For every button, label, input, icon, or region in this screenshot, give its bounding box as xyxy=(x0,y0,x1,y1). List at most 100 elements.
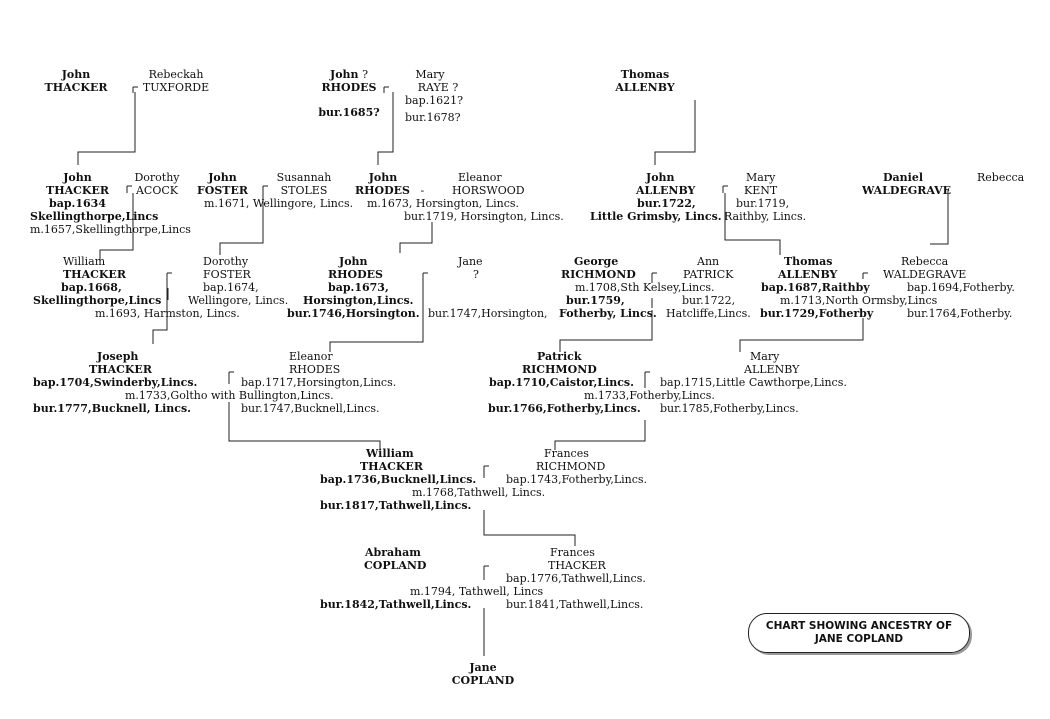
burial: bur.1777,Bucknell, Lincs. xyxy=(33,402,192,415)
surname: THACKER xyxy=(46,184,109,197)
first-name: George xyxy=(574,255,619,268)
person-william-thacker-1: William THACKER bap.1668, Skellingthorpe… xyxy=(33,255,240,320)
burial: bur.1766,Fotherby,Lincs. xyxy=(488,402,641,415)
person-eleanor-rhodes: Eleanor RHODES bap.1717,Horsington,Lincs… xyxy=(241,350,421,415)
first-name: Frances xyxy=(544,447,589,460)
baptism-place: Horsington,Lincs. xyxy=(303,294,414,307)
person-mary-allenby: Mary ALLENBY bap.1715,Little Cawthorpe,L… xyxy=(660,350,860,415)
burial-place: Fotherby, Lincs. xyxy=(559,307,657,320)
person-daniel-waldegrave: Daniel WALDEGRAVE xyxy=(862,171,952,197)
surname: THACKER xyxy=(360,460,423,473)
surname: FOSTER xyxy=(203,268,251,281)
person-rebeckah-tuxforde: Rebeckah TUXFORDE xyxy=(136,68,216,94)
person-abraham-copland: Abraham COPLAND m.1794, Tathwell, Lincs … xyxy=(320,546,544,611)
marriage: m.1693, Harmston, Lincs. xyxy=(95,307,240,320)
person-ann-patrick: Ann PATRICK bur.1722, Hatcliffe,Lincs. xyxy=(666,255,766,320)
surname: ALLENBY xyxy=(636,184,696,197)
person-mary-raye: Mary RAYE ? bap.1621? bur.1678? xyxy=(400,68,480,124)
person-rebecca-1: Rebecca xyxy=(977,171,1037,184)
first-name: William xyxy=(63,255,106,268)
person-joseph-thacker: Joseph THACKER bap.1704,Swinderby,Lincs.… xyxy=(33,350,334,415)
person-frances-thacker: Frances THACKER bap.1776,Tathwell,Lincs.… xyxy=(506,546,666,611)
burial-place: Hatcliffe,Lincs. xyxy=(666,307,751,320)
surname: STOLES xyxy=(280,184,328,197)
baptism-place: Skellingthorpe,Lincs xyxy=(33,294,162,307)
person-dorothy-acock: Dorothy ACOCK xyxy=(128,171,186,197)
surname: RHODES xyxy=(289,363,341,376)
first-name: Ann xyxy=(697,255,720,268)
first-name: Dorothy xyxy=(134,171,180,184)
burial: bur.1841,Tathwell,Lincs. xyxy=(506,598,644,611)
surname: THACKER xyxy=(44,81,108,94)
first-name: John xyxy=(339,255,368,268)
burial: bur.1722, xyxy=(682,294,736,307)
person-john-foster: John FOSTER m.1671, Wellingore, Lincs. xyxy=(190,171,354,210)
surname: WALDEGRAVE xyxy=(862,184,952,197)
burial: bur.1685? xyxy=(318,106,380,119)
burial: bur.1764,Fotherby. xyxy=(907,307,1013,320)
first-name: Susannah xyxy=(276,171,332,184)
burial: bur.1817,Tathwell,Lincs. xyxy=(320,499,472,512)
person-thomas-allenby-2: Thomas ALLENBY bap.1687,Raithby m.1713,N… xyxy=(760,255,938,320)
burial: bur.1722, xyxy=(637,197,696,210)
baptism: bap.1673, xyxy=(328,281,389,294)
person-john-thacker-1: John THACKER xyxy=(40,68,112,94)
chart-title-line-2: JANE COPLAND xyxy=(814,633,904,645)
marriage: m.1713,North Ormsby,Lincs xyxy=(780,294,938,307)
marriage: m.1733,Goltho with Bullington,Lincs. xyxy=(125,389,334,402)
surname: ALLENBY xyxy=(778,268,838,281)
baptism: bap.1710,Caistor,Lincs. xyxy=(489,376,634,389)
uncertain-mark: ? xyxy=(362,68,368,81)
person-jane-q: Jane ? bur.1747,Horsington, xyxy=(428,255,558,320)
chart-title-box: CHART SHOWING ANCESTRY OF JANE COPLAND xyxy=(748,613,970,653)
burial: bur.1678? xyxy=(405,111,461,124)
first-name: Rebecca xyxy=(901,255,949,268)
baptism-place: Wellingore, Lincs. xyxy=(188,294,289,307)
surname: HORSWOOD xyxy=(452,184,525,197)
marriage: m.1671, Wellingore, Lincs. xyxy=(204,197,354,210)
person-john-rhodes-2: John RHODES - m.1673, Horsington, Lincs. xyxy=(355,171,525,210)
chart-title-line-1: CHART SHOWING ANCESTRY OF xyxy=(765,620,953,632)
baptism: bap.1687,Raithby xyxy=(761,281,870,294)
marriage: m.1768,Tathwell, Lincs. xyxy=(412,486,546,499)
surname: RHODES xyxy=(321,81,377,94)
surname: COPLAND xyxy=(451,674,515,687)
person-susannah-stoles: Susannah STOLES xyxy=(266,171,342,197)
first-name: Thomas xyxy=(784,255,833,268)
first-name: John xyxy=(646,171,675,184)
burial: bur.1747,Bucknell,Lincs. xyxy=(241,402,380,415)
person-john-rhodes-3: John RHODES bap.1673, Horsington,Lincs. … xyxy=(287,255,427,320)
first-name: Mary xyxy=(415,68,445,81)
surname: KENT xyxy=(744,184,778,197)
burial: bur.1729,Fotherby xyxy=(760,307,874,320)
baptism: bap.1674, xyxy=(203,281,259,294)
baptism-place: Skellingthorpe,Lincs xyxy=(30,210,159,223)
person-mary-kent: Mary KENT bur.1719, Raithby, Lincs. xyxy=(724,171,824,223)
first-name: Daniel xyxy=(882,171,924,184)
marriage: m.1708,Sth Kelsey,Lincs. xyxy=(575,281,715,294)
first-name: Rebecca xyxy=(977,171,1025,184)
first-name: John xyxy=(208,171,237,184)
first-name: Rebeckah xyxy=(148,68,204,81)
person-jane-copland: Jane COPLAND xyxy=(440,661,526,687)
burial: bur.1746,Horsington. xyxy=(287,307,420,320)
first-name: John xyxy=(61,68,91,81)
surname: PATRICK xyxy=(683,268,734,281)
first-name: Mary xyxy=(746,171,776,184)
person-patrick-richmond: Patrick RICHMOND bap.1710,Caistor,Lincs.… xyxy=(488,350,715,415)
person-rebecca-waldegrave: Rebecca WALDEGRAVE bap.1694,Fotherby. bu… xyxy=(881,255,1031,320)
surname: RICHMOND xyxy=(522,363,597,376)
burial: bur.1719, Horsington, Lincs. xyxy=(404,210,564,223)
marriage: m.1673, Horsington, Lincs. xyxy=(367,197,520,210)
person-john-thacker-2: John THACKER bap.1634 Skellingthorpe,Lin… xyxy=(30,171,200,236)
marriage: m.1794, Tathwell, Lincs xyxy=(410,585,544,598)
surname: ALLENBY xyxy=(615,81,675,94)
surname: FOSTER xyxy=(196,184,249,197)
baptism: bap.1776,Tathwell,Lincs. xyxy=(506,572,646,585)
person-john-rhodes-1: John ? RHODES bur.1685? xyxy=(313,68,385,119)
first-name: John xyxy=(330,68,359,81)
first-name: Eleanor xyxy=(458,171,502,184)
baptism: bap.1668, xyxy=(61,281,122,294)
person-eleanor-horswood: Eleanor HORSWOOD bur.1719, Horsington, L… xyxy=(404,171,574,223)
